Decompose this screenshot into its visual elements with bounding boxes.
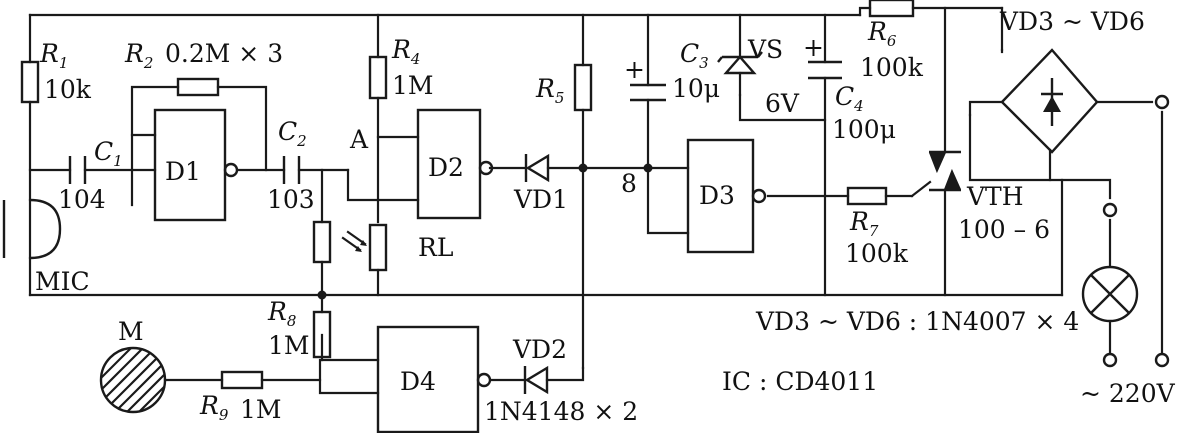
motor-sensor [99, 346, 167, 414]
gate-d2 [416, 108, 494, 220]
node-a-label: A [349, 125, 369, 154]
c3-value: 10μ [672, 74, 720, 103]
gate-d1 [153, 108, 239, 222]
diode-note: VD3 ~ VD6 : 1N4007 × 4 [755, 307, 1079, 336]
r7-label: R7 [849, 207, 879, 240]
capacitor-c4 [808, 60, 842, 80]
resistor-r1 [20, 60, 40, 104]
junctions [317, 163, 653, 300]
r7-value: 100k [845, 239, 909, 268]
c1-value: 104 [58, 185, 106, 214]
r2-label: R2 [124, 39, 153, 72]
vth-label: VTH [966, 182, 1024, 211]
resistor-r4 [368, 55, 388, 100]
vs-label: VS [747, 35, 783, 64]
resistor-r6 [868, 0, 915, 18]
c4-value: 100μ [832, 115, 896, 144]
resistor-r7 [846, 186, 888, 206]
vs-value: 6V [765, 89, 800, 118]
mic-label: MIC [35, 267, 90, 296]
bridge-rectifier [968, 48, 1170, 154]
r4-value: 1M [392, 71, 434, 100]
triac-vth [928, 150, 962, 192]
r5-label: R5 [535, 74, 564, 107]
c3-label: C3 [680, 39, 709, 72]
r9-label: R9 [199, 391, 229, 424]
mains-terminal-left[interactable] [1102, 352, 1118, 368]
photoresistor-rl [341, 223, 388, 272]
resistor-r5 [573, 63, 593, 112]
resistor-series-photo [312, 220, 332, 264]
vth-value: 100 – 6 [958, 215, 1050, 244]
zener-vs [717, 51, 763, 97]
lamp [1081, 202, 1139, 323]
resistor-r8 [312, 310, 332, 359]
c4-plus: + [803, 33, 824, 62]
capacitor-c2 [282, 156, 301, 184]
c2-label: C2 [278, 117, 307, 150]
d3-label: D3 [699, 181, 735, 210]
r2-value: 0.2M × 3 [165, 39, 283, 68]
c4-label: C4 [835, 82, 864, 115]
resistor-r2 [176, 77, 220, 97]
d4-label: D4 [400, 367, 436, 396]
junction-dot [317, 290, 327, 300]
r4-label: R4 [391, 35, 420, 68]
gate-d3 [686, 138, 767, 254]
r6-label: R6 [867, 17, 897, 50]
r8-value: 1M [268, 331, 310, 360]
gate-d4 [376, 325, 492, 433]
d2-label: D2 [428, 153, 464, 182]
r9-value: 1M [240, 395, 282, 424]
mains-terminal-right[interactable] [1154, 352, 1170, 368]
r1-label: R1 [39, 39, 68, 72]
labels: R1 10k R2 0.2M × 3 C1 104 D1 C2 103 R4 1… [35, 7, 1176, 426]
wires [28, 6, 1164, 395]
c1-label: C1 [94, 137, 123, 170]
capacitor-c1 [68, 156, 87, 184]
c2-value: 103 [267, 185, 315, 214]
motor-label: M [118, 317, 144, 346]
vd2-label: VD2 [512, 335, 567, 364]
capacitor-c3 [630, 83, 666, 102]
terminal-right [1154, 94, 1170, 110]
rl-label: RL [418, 233, 453, 262]
junction-dot [643, 163, 653, 173]
vd2-value: 1N4148 × 2 [484, 397, 638, 426]
mains-note: ~ 220V [1080, 379, 1176, 408]
node-8-label: 8 [621, 169, 637, 198]
junction-dot [578, 163, 588, 173]
r8-label: R8 [267, 297, 296, 330]
bridge-label: VD3 ~ VD6 [999, 7, 1145, 36]
vd1-label: VD1 [513, 185, 568, 214]
ic-note: IC : CD4011 [722, 367, 878, 396]
c3-plus: + [624, 55, 645, 84]
r1-value: 10k [44, 75, 92, 104]
diode-vd2 [523, 365, 549, 395]
microphone [2, 198, 62, 260]
resistor-r9 [220, 370, 264, 390]
d1-label: D1 [165, 157, 201, 186]
diode-vd1 [524, 153, 550, 183]
r6-value: 100k [860, 53, 924, 82]
